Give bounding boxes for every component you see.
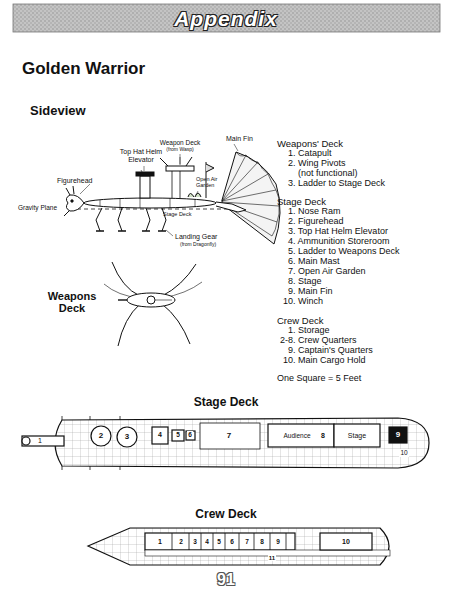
part-label: Top Hat Helm Elevator [115, 148, 167, 163]
callout-number: 6 [229, 538, 235, 545]
view-heading: Weapons Deck [41, 290, 103, 314]
key-item: 10. Winch [283, 297, 323, 307]
header-title: Appendix [174, 7, 278, 30]
callout-number: 6 [187, 431, 193, 438]
key-item: 4. Ammunition Storeroom [288, 237, 390, 247]
part-label: Main Fin [226, 135, 253, 143]
view-heading: Sideview [30, 104, 86, 118]
page-title: Golden Warrior [22, 60, 145, 79]
key-item: 2. Figurehead [288, 217, 344, 227]
key-item: 9. Main Fin [288, 287, 333, 297]
key-item: 1. Nose Ram [288, 207, 341, 217]
plan-heading: Stage Deck [194, 396, 259, 409]
part-label: Figurehead [57, 177, 92, 185]
key-item: 1. Catapult [288, 149, 332, 159]
callout-number: 3 [192, 538, 198, 545]
room-label: Stage [347, 432, 367, 440]
sideview-ship [64, 144, 280, 244]
key-item: 3. Ladder to Stage Deck [288, 179, 385, 189]
key-item: 9. Captain's Quarters [288, 346, 373, 356]
key-item: 8. Stage [288, 277, 322, 287]
callout-number: 7 [244, 538, 250, 545]
callout-number: 5 [175, 431, 181, 438]
key-item: 7. Open Air Garden [288, 267, 366, 277]
key-heading: Stage Deck [277, 197, 326, 207]
callout-number: 4 [204, 538, 210, 545]
weapons-deck-topview [104, 262, 202, 346]
key-item: 2-8. Crew Quarters [280, 336, 357, 346]
page-number: 91 [217, 571, 235, 589]
key-item: 5. Ladder to Weapons Deck [288, 247, 399, 257]
key-item: 6. Main Mast [288, 257, 340, 267]
key-heading: Weapons' Deck [277, 139, 343, 149]
plan-heading: Crew Deck [195, 508, 256, 521]
callout-number: 2 [178, 538, 184, 545]
callout-number: 9 [275, 538, 281, 545]
part-label: Gravity Plane [18, 204, 57, 211]
header-band [13, 4, 440, 32]
part-label: Weapon Deck [160, 139, 201, 146]
callout-number: 8 [320, 432, 326, 440]
callout-number: 2 [98, 432, 104, 441]
callout-number: 4 [157, 431, 163, 439]
part-note: (from Wasp) [166, 147, 193, 153]
part-note: (from Dragonfly) [180, 242, 216, 248]
part-label: Open Air Garden [196, 176, 222, 188]
key-heading: Crew Deck [277, 316, 323, 326]
callout-number: 8 [259, 538, 265, 545]
callout-number: 10 [399, 449, 408, 456]
callout-number: 1 [37, 437, 43, 445]
room-label: Audience [282, 432, 311, 439]
crew-deck-plan [88, 528, 390, 565]
part-label: Landing Gear [175, 233, 217, 241]
callout-number: 1 [157, 538, 163, 546]
callout-number: 3 [124, 433, 130, 442]
stage-deck-plan [22, 416, 429, 470]
callout-number: 5 [216, 538, 222, 545]
part-label: Stage Deck [163, 211, 191, 217]
key-item: 10. Main Cargo Hold [283, 356, 366, 366]
callout-number: 7 [226, 432, 232, 441]
key-item: 1. Storage [288, 326, 330, 336]
key-item: (not functional) [298, 169, 358, 179]
key-item: 3. Top Hat Helm Elevator [288, 227, 388, 237]
callout-number: 11 [268, 555, 276, 562]
key-item: 2. Wing Pivots [288, 159, 346, 169]
callout-number: 9 [395, 431, 401, 440]
scale-note: One Square = 5 Feet [277, 374, 361, 384]
callout-number: 10 [341, 538, 351, 546]
